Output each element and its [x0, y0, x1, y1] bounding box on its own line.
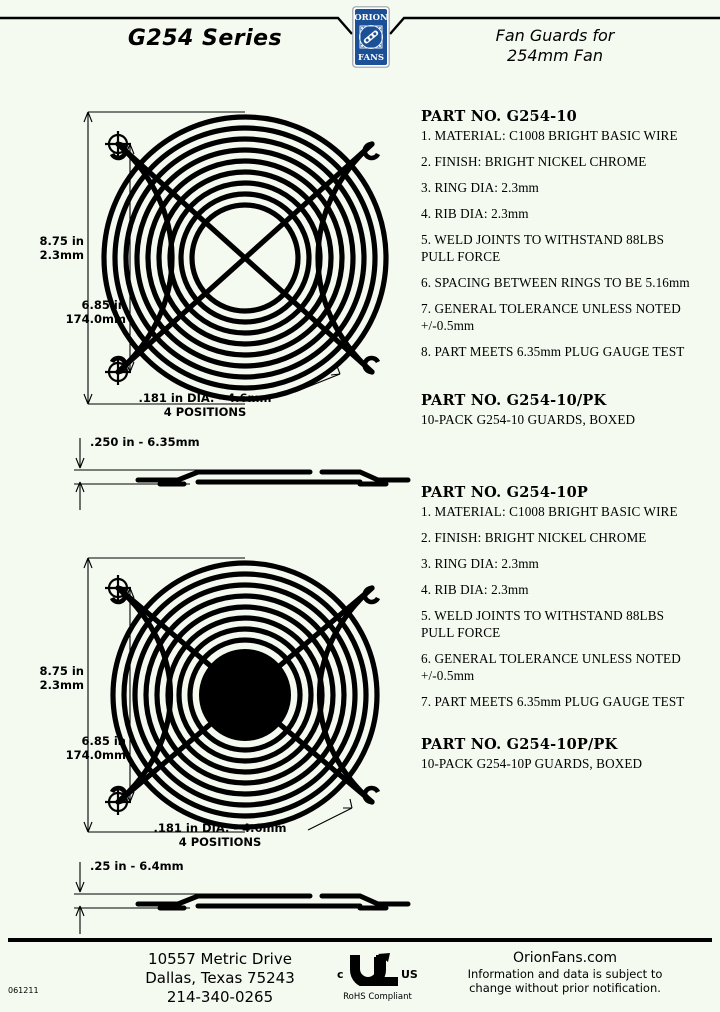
fan-guard-bottom-profile: .25 in - 6.4mm: [74, 859, 411, 934]
page-title: G254 Series: [127, 26, 283, 51]
spec-item: 6. GENERAL TOLERANCE UNLESS NOTED: [421, 651, 681, 666]
address-line-2: Dallas, Texas 75243: [145, 969, 295, 987]
profile-thickness-p: .25 in - 6.4mm: [90, 859, 184, 873]
certification-marks: c US RoHS Compliant: [330, 950, 425, 1002]
spec-item: +/-0.5mm: [421, 668, 475, 683]
spec-item: 3. RING DIA: 2.3mm: [421, 180, 539, 195]
guard-ribs-p: [115, 585, 375, 805]
spec-item: 4. RIB DIA: 2.3mm: [421, 582, 529, 597]
page-header: G254 Series Fan Guards for 254mm Fan ORI…: [0, 0, 720, 95]
spec-item: 7. PART MEETS 6.35mm PLUG GAUGE TEST: [421, 694, 685, 709]
spec-block-g254-10p-pk: PART NO. G254-10P/PK 10-PACK G254-10P GU…: [421, 736, 711, 771]
spec-description: 10-PACK G254-10 GUARDS, BOXED: [421, 412, 636, 427]
spec-block-g254-10-pk: PART NO. G254-10/PK 10-PACK G254-10 GUAR…: [421, 392, 711, 427]
orion-fans-logo-icon: ORION FANS: [352, 6, 390, 68]
part-number-g254-10-pk: PART NO. G254-10/PK: [421, 392, 607, 409]
website-url[interactable]: OrionFans.com: [513, 950, 617, 966]
spec-item: 6. SPACING BETWEEN RINGS TO BE 5.16mm: [421, 275, 690, 290]
ul-listed-icon: c US: [337, 953, 418, 988]
outer-dim-in-p: 8.75 in: [40, 664, 84, 678]
logo-bottom-text: FANS: [358, 53, 384, 63]
hole-note-line-2-p: 4 POSITIONS: [179, 835, 262, 849]
fan-guard-top-drawing: 8.75 in 222.3mm 6.85 in 174.0mm .181 in …: [40, 111, 389, 419]
spec-item: 7. GENERAL TOLERANCE UNLESS NOTED: [421, 301, 681, 316]
website-block: OrionFans.com Information and data is su…: [430, 950, 700, 995]
part-number-g254-10p: PART NO. G254-10P: [421, 484, 589, 501]
hole-note-line-2: 4 POSITIONS: [164, 405, 247, 419]
ul-prefix: c: [337, 968, 344, 981]
hole-dim-in-p: 6.85 in: [81, 734, 126, 748]
profile-wire-p: [135, 893, 411, 911]
spec-item: PULL FORCE: [421, 625, 501, 640]
disclaimer-line-1: Information and data is subject to: [467, 967, 663, 981]
header-rule: [0, 16, 720, 35]
guard-ribs: [115, 141, 375, 375]
mounting-holes-p: [105, 575, 131, 815]
spec-item: 1. MATERIAL: C1008 BRIGHT BASIC WIRE: [421, 504, 678, 519]
dimension-lines: [83, 111, 341, 405]
outer-dim-mm: 222.3mm: [40, 248, 84, 262]
company-address: 10557 Metric Drive Dallas, Texas 75243 2…: [95, 950, 345, 1007]
spec-item: 2. FINISH: BRIGHT NICKEL CHROME: [421, 154, 647, 169]
part-number-g254-10p-pk: PART NO. G254-10P/PK: [421, 736, 618, 753]
hole-dim-mm-p: 174.0mm: [66, 748, 126, 762]
fan-guard-top-profile: .250 in - 6.35mm: [74, 435, 411, 510]
spec-item: 3. RING DIA: 2.3mm: [421, 556, 539, 571]
spec-item: 2. FINISH: BRIGHT NICKEL CHROME: [421, 530, 647, 545]
logo-top-text: ORION: [354, 13, 388, 23]
phone-number: 214-340-0265: [166, 988, 274, 1006]
spec-description: 10-PACK G254-10P GUARDS, BOXED: [421, 756, 643, 771]
footer-divider: [8, 938, 712, 942]
spec-block-g254-10: PART NO. G254-10 1. MATERIAL: C1008 BRIG…: [421, 108, 711, 359]
profile-thickness: .250 in - 6.35mm: [90, 435, 200, 449]
dimension-lines-p: [83, 557, 353, 833]
hole-note-line-1: .181 in DIA. - 4.6mm: [139, 391, 272, 405]
fan-guard-bottom-drawing: 8.75 in 222.3mm 6.85 in 174.0mm .181 in …: [40, 557, 381, 849]
specifications-column: PART NO. G254-10 1. MATERIAL: C1008 BRIG…: [421, 108, 711, 782]
outer-dim-in: 8.75 in: [40, 234, 84, 248]
guard-rings-p: [110, 560, 380, 830]
hole-dim-mm: 174.0mm: [66, 312, 126, 326]
spec-item: 5. WELD JOINTS TO WITHSTAND 88LBS: [421, 232, 665, 247]
spec-item: 4. RIB DIA: 2.3mm: [421, 206, 529, 221]
revision-code: 061211: [8, 986, 39, 995]
hole-dim-in: 6.85 in: [81, 298, 126, 312]
hole-note-line-1-p: .181 in DIA. - 4.6mm: [154, 821, 287, 835]
address-line-1: 10557 Metric Drive: [148, 950, 292, 968]
spec-item: PULL FORCE: [421, 249, 501, 264]
rohs-compliant-label: RoHS Compliant: [343, 992, 412, 1002]
disclaimer-line-2: change without prior notification.: [469, 981, 661, 995]
subtitle-line-2: 254mm Fan: [507, 46, 603, 65]
spec-item: 1. MATERIAL: C1008 BRIGHT BASIC WIRE: [421, 128, 678, 143]
outer-dim-mm-p: 222.3mm: [40, 678, 84, 692]
page-subtitle: Fan Guards for 254mm Fan: [420, 26, 690, 66]
spec-block-g254-10p: PART NO. G254-10P 1. MATERIAL: C1008 BRI…: [421, 484, 711, 709]
profile-wire: [135, 469, 411, 487]
page-footer: 10557 Metric Drive Dallas, Texas 75243 2…: [0, 938, 720, 1012]
subtitle-line-1: Fan Guards for: [495, 26, 615, 45]
spec-item: +/-0.5mm: [421, 318, 475, 333]
spec-item: 8. PART MEETS 6.35mm PLUG GAUGE TEST: [421, 344, 685, 359]
spec-item: 5. WELD JOINTS TO WITHSTAND 88LBS: [421, 608, 665, 623]
ul-suffix: US: [401, 968, 418, 981]
part-number-g254-10: PART NO. G254-10: [421, 108, 577, 125]
